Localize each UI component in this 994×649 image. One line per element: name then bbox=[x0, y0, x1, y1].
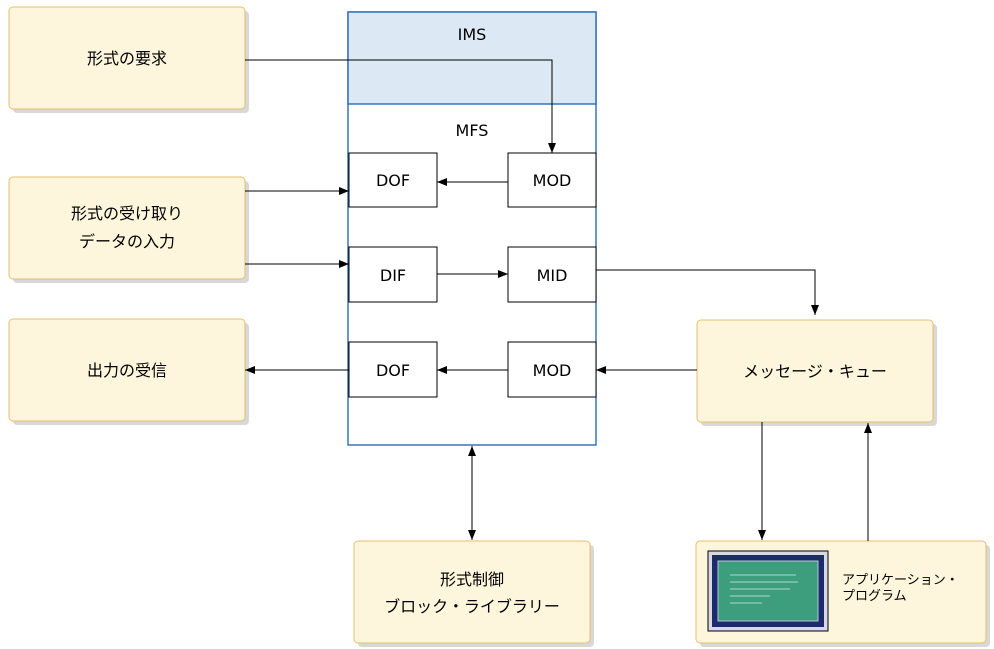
arrow-request-to-mod bbox=[245, 59, 556, 153]
dof-top-label: DOF bbox=[376, 171, 410, 190]
mod-bottom-label: MOD bbox=[533, 361, 572, 380]
library-label-line1: 形式制御 bbox=[440, 570, 504, 589]
arrow-mid-to-message-queue bbox=[596, 269, 819, 315]
message-queue-box: メッセージ・キュー bbox=[696, 319, 937, 426]
message-queue-label: メッセージ・キュー bbox=[743, 362, 887, 381]
mid-label: MID bbox=[537, 266, 568, 285]
mod-bottom-box: MOD bbox=[507, 341, 597, 398]
mod-top-label: MOD bbox=[533, 171, 572, 190]
dif-label: DIF bbox=[380, 266, 406, 285]
dof-bottom-label: DOF bbox=[376, 361, 410, 380]
output-receive-label: 出力の受信 bbox=[87, 361, 167, 380]
ims-label: IMS bbox=[458, 25, 487, 44]
control-block-library-box: 形式制御 ブロック・ライブラリー bbox=[353, 540, 594, 647]
format-receive-label-line1: 形式の受け取り bbox=[71, 204, 183, 223]
format-receive-label-line2: データの入力 bbox=[79, 232, 175, 251]
format-request-box: 形式の要求 bbox=[8, 6, 249, 113]
application-program-box: アプリケーション・ プログラム bbox=[695, 540, 990, 647]
format-receive-box: 形式の受け取り データの入力 bbox=[8, 176, 249, 283]
monitor-screen-icon bbox=[707, 550, 829, 632]
ims-region bbox=[347, 11, 597, 105]
mfs-label: MFS bbox=[456, 121, 489, 140]
output-receive-box: 出力の受信 bbox=[8, 318, 249, 425]
library-label-line2: ブロック・ライブラリー bbox=[384, 597, 560, 616]
mod-top-box: MOD bbox=[507, 152, 597, 208]
dof-bottom-box: DOF bbox=[348, 341, 438, 398]
format-request-label: 形式の要求 bbox=[87, 49, 167, 68]
dif-box: DIF bbox=[348, 246, 438, 303]
mid-box: MID bbox=[507, 246, 597, 303]
dof-top-box: DOF bbox=[348, 152, 438, 208]
application-label-line1: アプリケーション・ bbox=[842, 573, 959, 588]
application-label-line2: プログラム bbox=[842, 589, 907, 604]
